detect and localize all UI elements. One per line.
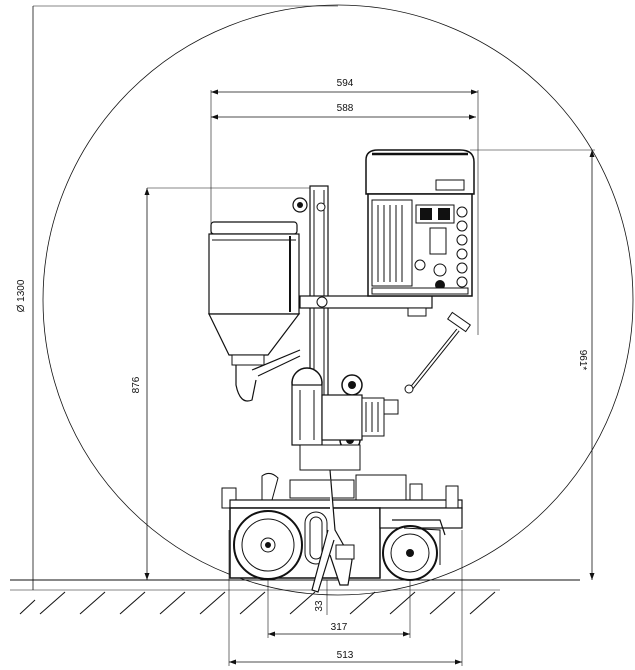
diameter-dimension: Ø 1300 (16, 5, 338, 590)
support-arm (299, 295, 433, 317)
wire-feeder (291, 367, 399, 471)
base-width-label: 513 (337, 650, 354, 661)
height-right-dimension: 961* (470, 149, 595, 580)
steering-handle (404, 311, 472, 394)
ground (10, 579, 580, 615)
wheel-right (382, 519, 446, 581)
width-inner-label: 588 (337, 103, 354, 114)
swing-radius-circle (42, 4, 634, 596)
height-left-dimension: 876 (131, 187, 315, 580)
offset-small-dimension: 33 (314, 580, 328, 615)
wheel-span-label: 317 (331, 622, 348, 633)
height-left-label: 876 (131, 376, 142, 393)
offset-small-label: 33 (314, 600, 325, 612)
width-top-label: 594 (337, 78, 354, 89)
wheel-left (233, 510, 303, 580)
diameter-label: Ø 1300 (16, 279, 27, 312)
height-right-label: 961* (577, 350, 588, 371)
base-width-dimension: 513 (228, 530, 463, 666)
control-box (365, 149, 475, 297)
welding-torch (311, 469, 355, 593)
flux-hopper (208, 221, 301, 402)
width-inner-dimension: 588 (211, 103, 476, 120)
